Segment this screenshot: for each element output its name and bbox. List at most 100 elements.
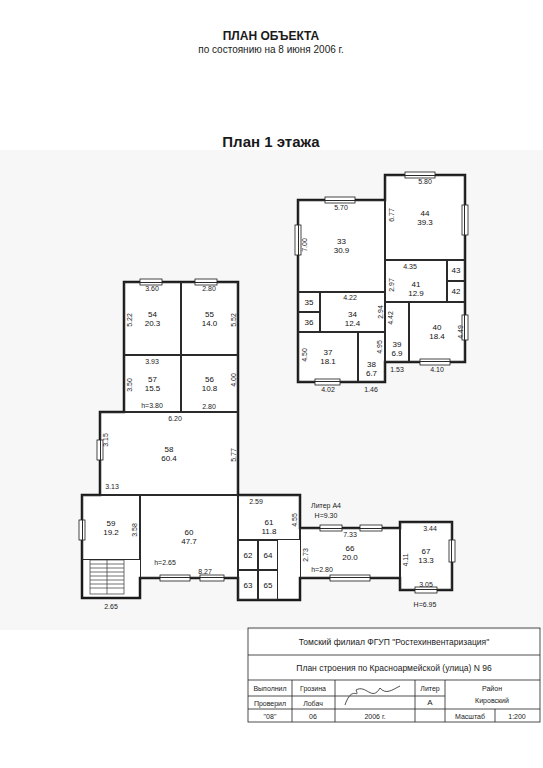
room: 63 — [238, 570, 258, 600]
dimension: 5.70 — [334, 204, 348, 211]
dimension: 2.80 — [202, 285, 216, 292]
room-number: 58 — [165, 445, 174, 454]
room-number: 44 — [421, 209, 430, 218]
title-block-cell: "08" — [264, 713, 277, 720]
room: 35 — [298, 292, 320, 312]
dimension: 3.93 — [145, 358, 159, 365]
title-block-cell: Лобач — [303, 700, 323, 707]
dimension: 2.59 — [249, 498, 263, 505]
dimension: 2.80 — [202, 403, 216, 410]
dimension: 4.02 — [321, 386, 335, 393]
room: 43 — [447, 260, 465, 281]
dimension: 2.94 — [377, 305, 384, 319]
room-area: 11.8 — [262, 527, 277, 536]
room-area: 60.4 — [161, 454, 177, 463]
room: 42 — [447, 281, 465, 302]
room-area: 39.3 — [417, 218, 433, 227]
dimension: h=3.80 — [141, 402, 163, 409]
dimension: 4.55 — [291, 513, 298, 527]
plan-title: ПЛАН ОБЪЕКТА — [223, 30, 320, 42]
dimension: H=9.30 — [315, 512, 338, 519]
room-area: 18.4 — [429, 332, 445, 341]
room: 36 — [298, 312, 320, 332]
room-number: 36 — [305, 318, 314, 327]
dimension: H=6.95 — [414, 601, 437, 608]
room: 6047.7 — [140, 495, 238, 578]
dimension: h=2.65 — [154, 559, 176, 566]
title-block-cell: 1:200 — [508, 713, 526, 720]
stair-treads — [90, 560, 124, 594]
room-area: 15.5 — [145, 384, 161, 393]
room-number: 34 — [348, 310, 357, 319]
room-area: 13.3 — [418, 556, 434, 565]
scan-shade — [0, 150, 543, 630]
dimension: 2.65 — [104, 603, 118, 610]
dimension: 3.13 — [105, 483, 119, 490]
title-block-cell: Проверил — [254, 700, 286, 707]
room: 64 — [258, 540, 278, 570]
dimension: 4.22 — [343, 294, 357, 301]
dimension: 4.00 — [230, 373, 237, 387]
room-number: 63 — [244, 581, 253, 590]
room-number: 61 — [265, 518, 274, 527]
dimension: 6.20 — [168, 415, 182, 422]
room-number: 56 — [205, 375, 214, 384]
room-number: 57 — [148, 375, 157, 384]
room-area: 20.0 — [342, 553, 358, 562]
dimension: 6.77 — [388, 208, 395, 222]
room-number: 33 — [337, 237, 346, 246]
room-number: 54 — [148, 310, 157, 319]
room: 62 — [238, 540, 258, 570]
room-number: 65 — [264, 581, 273, 590]
room-number: 42 — [452, 287, 461, 296]
room: 5860.4 — [100, 412, 238, 495]
title-block-cell: Масштаб — [455, 713, 485, 720]
room: 4439.3 — [385, 175, 465, 260]
room-number: 38 — [367, 360, 376, 369]
dimension: 1.46 — [364, 386, 378, 393]
room-area: 30.9 — [334, 246, 350, 255]
room-area: 12.9 — [408, 289, 424, 298]
dimension: 2.97 — [388, 278, 395, 292]
dimension: 4.35 — [403, 263, 417, 270]
dimension: 5.77 — [230, 448, 237, 462]
room-area: 10.8 — [202, 384, 218, 393]
heading: План 1 этажа — [222, 134, 319, 149]
room-number: 41 — [412, 280, 421, 289]
room-number: 40 — [433, 323, 442, 332]
room: 3330.9 — [298, 200, 385, 292]
room-number: 37 — [324, 348, 333, 357]
dimension: 3.50 — [126, 378, 133, 392]
dimension: 3.44 — [423, 525, 437, 532]
room-number: 43 — [452, 266, 461, 275]
dimension: 7.33 — [343, 531, 357, 538]
dimension: 3.05 — [419, 581, 433, 588]
room-area: 19.2 — [103, 528, 119, 537]
dimension: 3.15 — [102, 433, 109, 447]
room: 65 — [258, 570, 278, 600]
dimension: 4.95 — [376, 340, 383, 354]
room-number: 59 — [107, 519, 116, 528]
room: 5420.3 — [124, 282, 181, 355]
room-number: 55 — [205, 310, 214, 319]
dimension: 4.11 — [402, 553, 409, 566]
room-area: 6.9 — [391, 349, 402, 358]
windows — [79, 172, 468, 593]
dimension: 5.22 — [126, 313, 133, 327]
room-area: 18.1 — [320, 357, 336, 366]
room-number: 62 — [244, 551, 253, 560]
dimension: 4.49 — [457, 325, 464, 339]
dimension: 3.58 — [131, 523, 138, 537]
signature — [345, 686, 400, 705]
title-block-cell: Грозина — [300, 685, 326, 692]
dimension: Литер А4 — [311, 502, 341, 509]
room: 396.9 — [385, 302, 409, 362]
dimension: h=2.80 — [311, 566, 333, 573]
dimension: 7.00 — [301, 238, 308, 252]
title-block-cell: Район — [482, 685, 502, 692]
room: 386.7 — [358, 332, 385, 382]
dimension: 5.52 — [230, 313, 237, 327]
dimension: 8.27 — [198, 568, 212, 575]
